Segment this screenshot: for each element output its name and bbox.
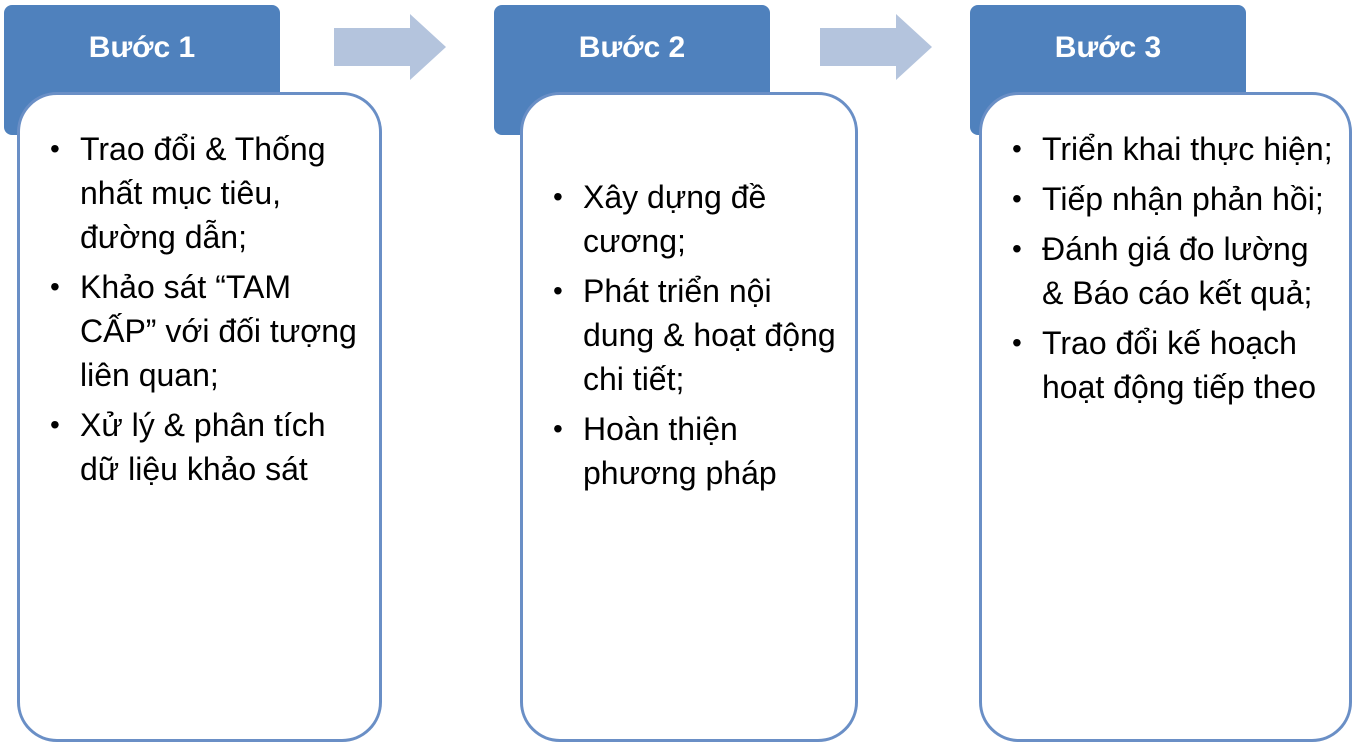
arrow-1-shape (334, 14, 446, 80)
bullet-icon: • (1012, 133, 1022, 164)
step-3-item-3: •Đánh giá đo lường & Báo cáo kết quả; (1012, 227, 1335, 315)
arrow-right-icon-2 (820, 14, 932, 80)
bullet-icon: • (1012, 233, 1022, 264)
step-3-list: •Triển khai thực hiện; •Tiếp nhận phản h… (1012, 127, 1335, 415)
step-2-item-2: •Phát triển nội dung & hoạt động chi tiế… (553, 269, 841, 401)
step-3-item-1: •Triển khai thực hiện; (1012, 127, 1335, 171)
step-2-list: •Xây dựng đề cương; •Phát triển nội dung… (553, 175, 841, 501)
step-2-title: Bước 2 (578, 31, 686, 64)
arrow-right-icon-1 (334, 14, 446, 80)
step-1-item-1: •Trao đổi & Thống nhất mục tiêu, đường d… (50, 127, 365, 259)
arrow-2-shape (820, 14, 932, 80)
step-3-title: Bước 3 (1054, 31, 1162, 64)
step-3: Bước 3 •Triển khai thực hiện; •Tiếp nhận… (960, 0, 1354, 745)
step-3-box: •Triển khai thực hiện; •Tiếp nhận phản h… (979, 92, 1352, 742)
step-2: Bước 2 •Xây dựng đề cương; •Phát triển n… (480, 0, 880, 745)
bullet-icon: • (1012, 183, 1022, 214)
bullet-icon: • (50, 133, 60, 164)
bullet-icon: • (553, 181, 563, 212)
step-1-box: •Trao đổi & Thống nhất mục tiêu, đường d… (17, 92, 382, 742)
step-2-item-1: •Xây dựng đề cương; (553, 175, 841, 263)
bullet-icon: • (50, 271, 60, 302)
bullet-icon: • (553, 275, 563, 306)
step-3-item-2: •Tiếp nhận phản hồi; (1012, 177, 1335, 221)
bullet-icon: • (50, 409, 60, 440)
step-1-item-2: •Khảo sát “TAM CẤP” với đối tượng liên q… (50, 265, 365, 397)
step-2-box: •Xây dựng đề cương; •Phát triển nội dung… (520, 92, 858, 742)
step-1-title: Bước 1 (88, 31, 196, 64)
step-3-item-4: •Trao đổi kế hoạch hoạt động tiếp theo (1012, 321, 1335, 409)
step-1-list: •Trao đổi & Thống nhất mục tiêu, đường d… (50, 127, 365, 497)
step-1-item-3: •Xử lý & phân tích dữ liệu khảo sát (50, 403, 365, 491)
bullet-icon: • (553, 413, 563, 444)
step-1: Bước 1 •Trao đổi & Thống nhất mục tiêu, … (0, 0, 400, 745)
bullet-icon: • (1012, 327, 1022, 358)
step-2-item-3: •Hoàn thiện phương pháp (553, 407, 841, 495)
